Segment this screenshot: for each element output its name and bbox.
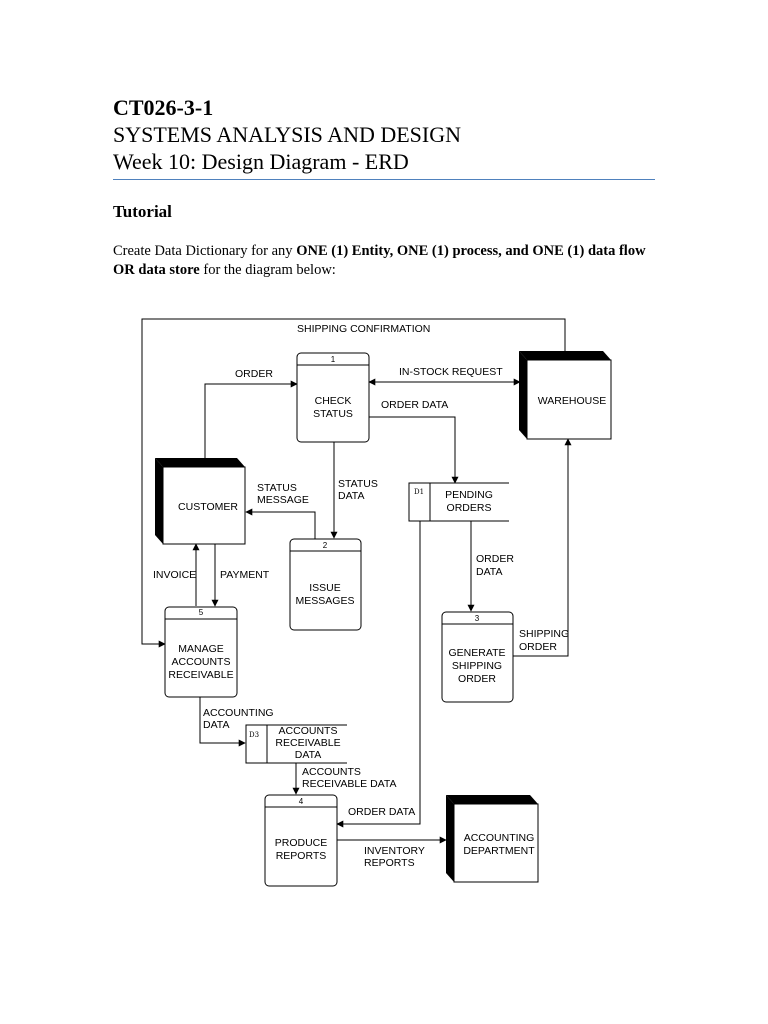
diagram-text: INVENTORY [364, 845, 425, 857]
diagram-text: DATA [476, 566, 502, 578]
section-title: Tutorial [113, 202, 172, 221]
label-invoice: INVOICE [153, 569, 196, 581]
label-in-stock-request: IN-STOCK REQUEST [399, 366, 503, 378]
flow-accounting-data [199, 697, 246, 747]
diagram-text: MESSAGES [296, 595, 355, 607]
diagram-text: DATA [203, 719, 229, 731]
diagram-text: ACCOUNTING [464, 832, 535, 844]
process-generate-shipping-order: 3 GENERATE SHIPPING ORDER [441, 611, 514, 703]
process-id: 4 [299, 797, 304, 806]
diagram-text: PRODUCE [275, 837, 328, 849]
entity-warehouse: WAREHOUSE [519, 351, 612, 440]
label-order-data-mid: ORDER DATA [476, 553, 514, 578]
diagram-text: SHIPPING [519, 628, 569, 640]
label-shipping-confirmation: SHIPPING CONFIRMATION [297, 323, 430, 335]
diagram-text: PENDING [445, 489, 493, 501]
diagram-text: ORDER [519, 641, 557, 653]
process-id: 1 [331, 355, 336, 364]
diagram-text: ISSUE [309, 582, 341, 594]
flow-order [204, 380, 298, 459]
entity-accounting-department: ACCOUNTING DEPARTMENT [446, 795, 539, 883]
document-header: CT026-3-1 SYSTEMS ANALYSIS AND DESIGN We… [113, 94, 461, 175]
datastore-accounts-receivable-data: D3 ACCOUNTS RECEIVABLE DATA [245, 724, 347, 764]
diagram-text: ORDERS [447, 502, 492, 514]
label-order-data-top: ORDER DATA [381, 399, 448, 411]
diagram-text: ACCOUNTING [203, 707, 274, 719]
flow-status-message [245, 508, 316, 539]
diagram-text: ORDER [476, 553, 514, 565]
diagram-text: ORDER [458, 673, 496, 685]
instruction-prefix: Create Data Dictionary for any [113, 243, 297, 259]
diagram-text: CUSTOMER [178, 501, 238, 513]
diagram-text: STATUS [257, 482, 297, 494]
diagram-text: REPORTS [364, 857, 415, 869]
flow-shipping-confirmation [141, 318, 566, 648]
week-title: Week 10: Design Diagram - ERD [113, 149, 409, 174]
diagram-text: ACCOUNTS [279, 725, 338, 737]
process-check-status: 1 CHECK STATUS [296, 352, 370, 443]
diagram-text: SHIPPING [452, 660, 502, 672]
label-status-message: STATUS MESSAGE [257, 482, 309, 506]
datastore-pending-orders: D1 PENDING ORDERS [408, 482, 509, 522]
diagram-text: CHECK [315, 395, 352, 407]
label-payment: PAYMENT [220, 569, 270, 581]
process-manage-accounts-receivable: 5 MANAGE ACCOUNTS RECEIVABLE [164, 606, 238, 698]
label-status-data: STATUS DATA [338, 478, 378, 502]
diagram-text: STATUS [338, 478, 378, 490]
flow-shipping-order [513, 438, 572, 657]
diagram-text: DATA [338, 490, 364, 502]
diagram-text: DEPARTMENT [463, 845, 535, 857]
process-produce-reports: 4 PRODUCE REPORTS [264, 794, 338, 887]
course-title: SYSTEMS ANALYSIS AND DESIGN [113, 122, 462, 147]
diagram-text: STATUS [313, 408, 353, 420]
diagram-text: MESSAGE [257, 494, 309, 506]
label-accounts-receivable-data: ACCOUNTS RECEIVABLE DATA [302, 766, 397, 790]
label-shipping-order: SHIPPING ORDER [519, 628, 569, 653]
diagram-text: GENERATE [449, 647, 506, 659]
course-code: CT026-3-1 [113, 95, 214, 120]
diagram-text: WAREHOUSE [538, 395, 606, 407]
instruction-bold: ONE (1) Entity, ONE (1) process, and ONE… [113, 243, 646, 278]
diagram-text: ACCOUNTS [302, 766, 361, 778]
diagram-text: RECEIVABLE [275, 737, 340, 749]
process-id: 2 [323, 541, 328, 550]
header-rule [113, 179, 655, 180]
instruction-text: Create Data Dictionary for any ONE (1) E… [113, 242, 658, 280]
process-id: 5 [199, 608, 204, 617]
label-accounting-data: ACCOUNTING DATA [203, 707, 274, 731]
label-order-data-bottom: ORDER DATA [348, 806, 415, 818]
process-id: 3 [475, 614, 480, 623]
diagram-text: MANAGE [178, 643, 224, 655]
diagram-text: RECEIVABLE DATA [302, 778, 397, 790]
flow-order-data-bottom [336, 521, 421, 828]
entity-customer: CUSTOMER [155, 458, 246, 545]
label-order: ORDER [235, 368, 273, 380]
diagram-text: RECEIVABLE [168, 669, 233, 681]
process-issue-messages: 2 ISSUE MESSAGES [289, 538, 362, 631]
diagram-text: ACCOUNTS [172, 656, 231, 668]
flow-order-data-top [369, 416, 459, 484]
datastore-id: D1 [414, 488, 424, 496]
instruction-suffix: for the diagram below: [199, 262, 336, 278]
diagram-text: REPORTS [276, 850, 327, 862]
datastore-id: D3 [249, 731, 259, 739]
label-inventory-reports: INVENTORY REPORTS [364, 845, 425, 869]
diagram-text: DATA [295, 749, 321, 761]
